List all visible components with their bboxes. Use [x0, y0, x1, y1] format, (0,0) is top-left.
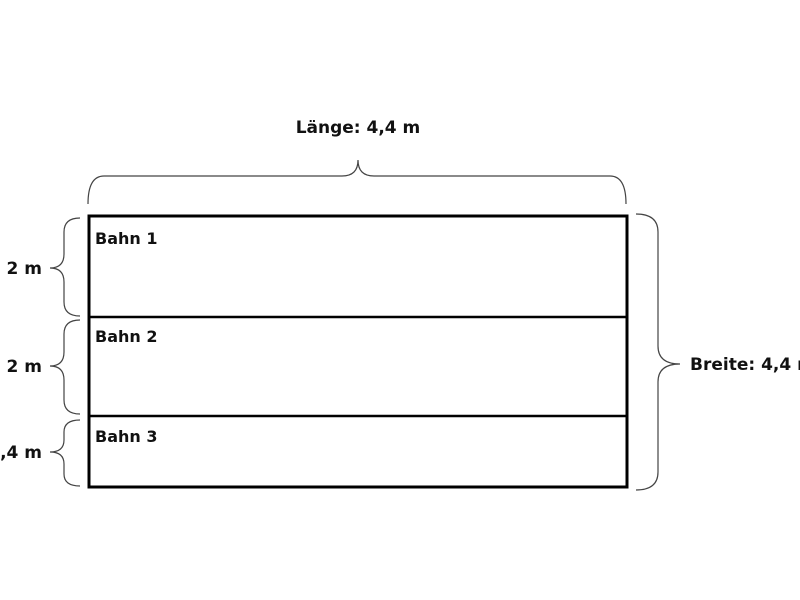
length-label: Länge: 4,4 m [296, 118, 421, 138]
lane-2-name: Bahn 2 [95, 327, 157, 346]
pool-outline [87, 214, 629, 489]
lane-2-brace [49, 319, 81, 415]
length-brace [87, 159, 627, 205]
lane-1-name: Bahn 1 [95, 229, 157, 248]
lane-3-name: Bahn 3 [95, 427, 157, 446]
lane-1-brace [49, 217, 81, 317]
lane-3-size-label: 0,4 m [0, 443, 42, 463]
lane-1-size-label: 2 m [7, 259, 42, 279]
lane-2-size-label: 2 m [7, 357, 42, 377]
lane-3-brace [49, 419, 81, 487]
width-label: Breite: 4,4 m [690, 355, 800, 375]
width-brace [635, 213, 681, 491]
